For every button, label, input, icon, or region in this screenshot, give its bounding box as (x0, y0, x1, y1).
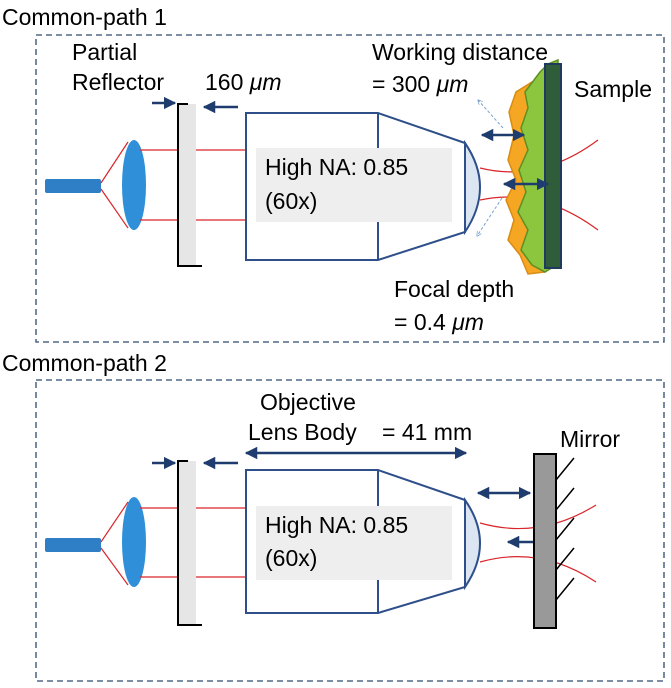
working-distance-value: = 300 μm (372, 71, 468, 97)
panel-1-border (35, 34, 665, 343)
reflector-bracket (177, 460, 202, 626)
lens-length-value: = 41 mm (382, 419, 472, 445)
lens-body-label: Lens Body (248, 419, 357, 445)
working-distance-leader (478, 100, 504, 129)
fiber-icon (45, 179, 101, 193)
objective-tip (464, 496, 481, 591)
objective-na-label: High NA: 0.85 (265, 512, 408, 538)
gap-label: 160 μm (205, 69, 282, 95)
objective-label-box (256, 148, 452, 222)
panel-2-border (35, 379, 665, 682)
reflector-bracket (177, 103, 202, 267)
partial-label: Partial (72, 39, 137, 65)
focal-depth-value: = 0.4 μm (394, 309, 484, 335)
objective-mag-label: (60x) (265, 545, 317, 571)
panel-common-path-2: Common-path 2 Objective Lens Body = 41 m… (2, 350, 665, 682)
objective-na-label: High NA: 0.85 (265, 154, 408, 180)
objective-tip (464, 139, 481, 236)
mirror (533, 453, 557, 629)
objective-label-box (256, 506, 452, 580)
mirror-hatch-icon (555, 457, 575, 601)
panel-2-title: Common-path 2 (2, 350, 167, 376)
focal-depth-label: Focal depth (394, 276, 514, 302)
sample-substrate (544, 63, 562, 269)
reflector-label: Reflector (72, 69, 164, 95)
panel-1-title: Common-path 1 (2, 4, 167, 30)
lens-icon (122, 497, 146, 587)
working-distance-label: Working distance (372, 39, 548, 65)
panel-common-path-1: Common-path 1 Partial Reflector 160 μm (2, 4, 665, 343)
objective-label: Objective (260, 389, 356, 415)
partial-reflector (178, 461, 196, 625)
fiber-icon (45, 538, 101, 552)
lens-icon (122, 140, 146, 230)
sample-label: Sample (574, 76, 652, 102)
focal-depth-leader (477, 197, 503, 236)
mirror-label: Mirror (560, 426, 620, 452)
partial-reflector (178, 104, 196, 266)
objective-mag-label: (60x) (265, 188, 317, 214)
